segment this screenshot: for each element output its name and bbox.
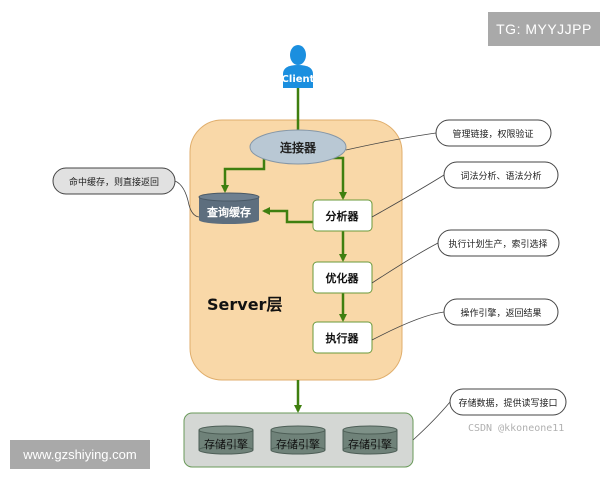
storage-engine-label-3: 存储引擎 xyxy=(348,437,392,451)
client-label: Client xyxy=(282,74,315,85)
callout-connector xyxy=(435,119,552,147)
watermark-website: www.gzshiying.com xyxy=(10,440,150,469)
analyzer-node xyxy=(312,199,373,232)
optimizer-node xyxy=(312,261,373,294)
arrow-connector-cache xyxy=(221,158,266,193)
storage-engine-2 xyxy=(270,425,326,455)
callout-cache-text: 命中缓存，则直接返回 xyxy=(69,176,159,188)
connector-label: 连接器 xyxy=(280,140,317,155)
callout-cache xyxy=(52,167,176,195)
callout-lines xyxy=(174,132,451,441)
callout-optimizer-text: 执行计划生产，索引选择 xyxy=(448,238,547,250)
connector-node xyxy=(249,129,347,165)
server-layer-box xyxy=(189,119,403,381)
callout-executor xyxy=(443,298,559,326)
storage-engine-label-1: 存储引擎 xyxy=(204,437,248,451)
storage-engine-1 xyxy=(198,425,254,455)
server-layer-label: Server层 xyxy=(207,295,282,314)
callout-storage xyxy=(449,388,567,416)
storage-engine-3 xyxy=(342,425,398,455)
callout-analyzer-text: 词法分析、语法分析 xyxy=(460,170,541,182)
query-cache-node xyxy=(198,192,260,256)
storage-engine-label-2: 存储引擎 xyxy=(276,437,320,451)
analyzer-label: 分析器 xyxy=(326,209,360,223)
callout-analyzer xyxy=(443,161,559,189)
executor-node xyxy=(312,321,373,354)
callout-executor-text: 操作引擎，返回结果 xyxy=(460,307,541,319)
executor-label: 执行器 xyxy=(326,331,360,345)
arrow-analyzer-cache xyxy=(262,207,313,224)
query-cache-label: 查询缓存 xyxy=(207,205,251,219)
client-user-icon xyxy=(283,45,313,88)
callout-connector-text: 管理链接，权限验证 xyxy=(452,128,533,140)
callout-storage-text: 存储数据，提供读写接口 xyxy=(458,397,557,409)
callout-optimizer xyxy=(437,229,560,257)
credit-watermark: CSDN @kkoneone11 xyxy=(468,423,565,434)
optimizer-label: 优化器 xyxy=(326,271,360,285)
watermark-tg: TG: MYYJJPP xyxy=(488,12,600,46)
